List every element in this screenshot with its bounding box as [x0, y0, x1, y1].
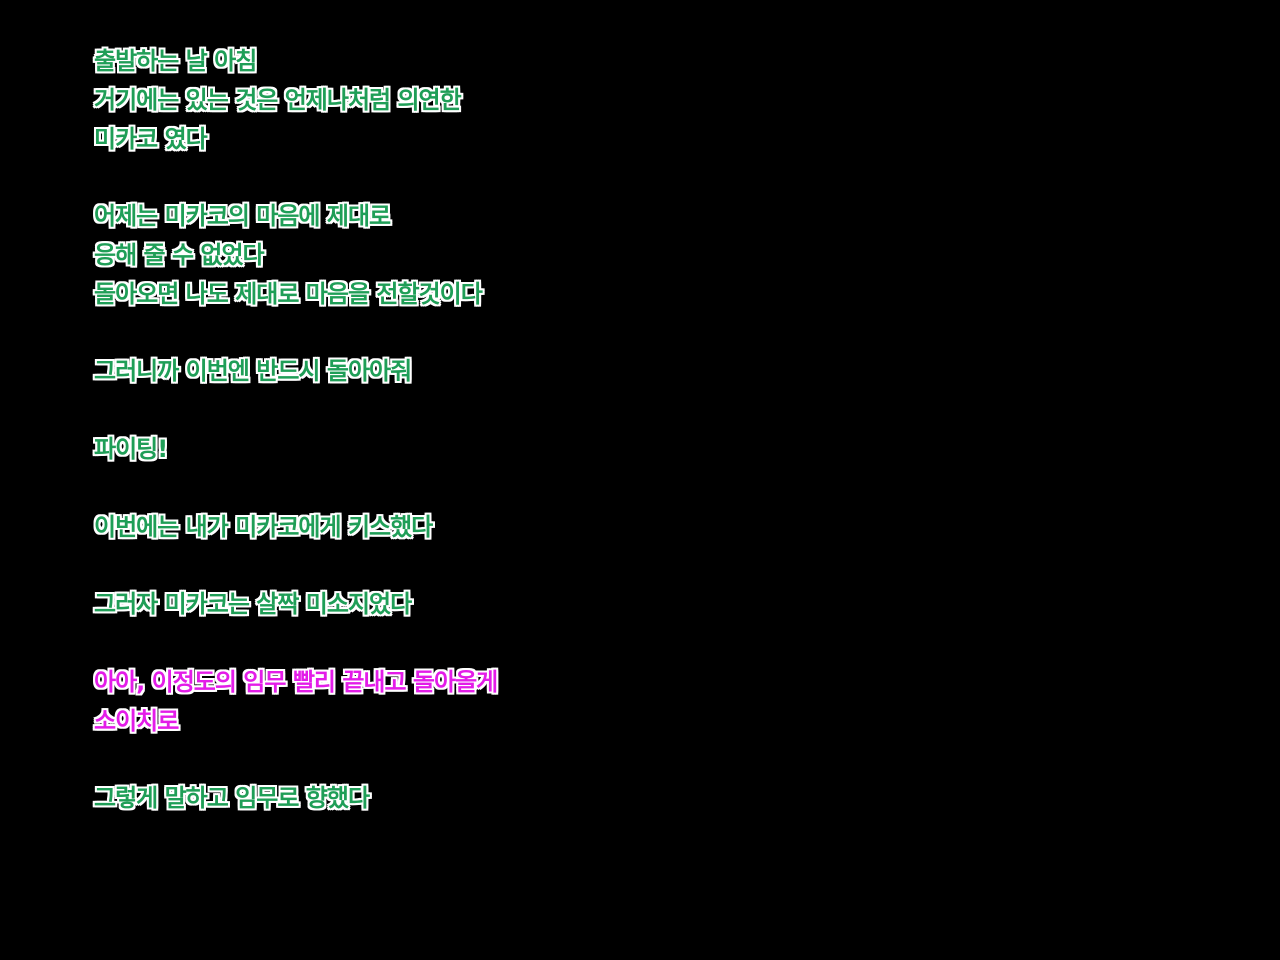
narration-line: 그러니까 이번엔 반드시 돌아아줘: [94, 357, 412, 386]
narration-line: 거기에는 있는 것은 언제나처럼 의연한: [94, 85, 462, 114]
blank-line: [94, 158, 1194, 197]
dialogue-line: 아아, 이정도의 임무 빨리 끝내고 돌아올게: [94, 667, 498, 696]
blank-line: [94, 314, 1194, 353]
blank-line: [94, 624, 1194, 663]
blank-line: [94, 546, 1194, 585]
narration-line: 출발하는 날 아침: [94, 47, 257, 75]
narration-line: 응해 줄 수 없었다: [94, 240, 265, 269]
blank-line: [94, 469, 1194, 508]
blank-line: [94, 740, 1194, 779]
novel-text-layer: 출발하는 날 아침 거기에는 있는 것은 언제나처럼 의연한 미카코 였다 어제…: [94, 42, 1194, 818]
narration-line: 돌아오면 나도 제대로 마음을 전할것이다: [94, 279, 483, 308]
narration-line: 그러자 미카코는 살짝 미소지었다: [94, 590, 412, 619]
dialogue-line: 소이치로: [94, 706, 179, 735]
narration-line: 파이팅!: [94, 434, 168, 463]
narration-line: 이번에는 내가 미카코에게 키스했다: [94, 512, 433, 541]
blank-line: [94, 391, 1194, 430]
narration-line: 어제는 미카코의 마음에 제대로: [94, 202, 391, 231]
narration-line: 그렇게 말하고 임무로 향했다: [94, 784, 370, 813]
narration-line: 미카코 였다: [94, 124, 208, 153]
